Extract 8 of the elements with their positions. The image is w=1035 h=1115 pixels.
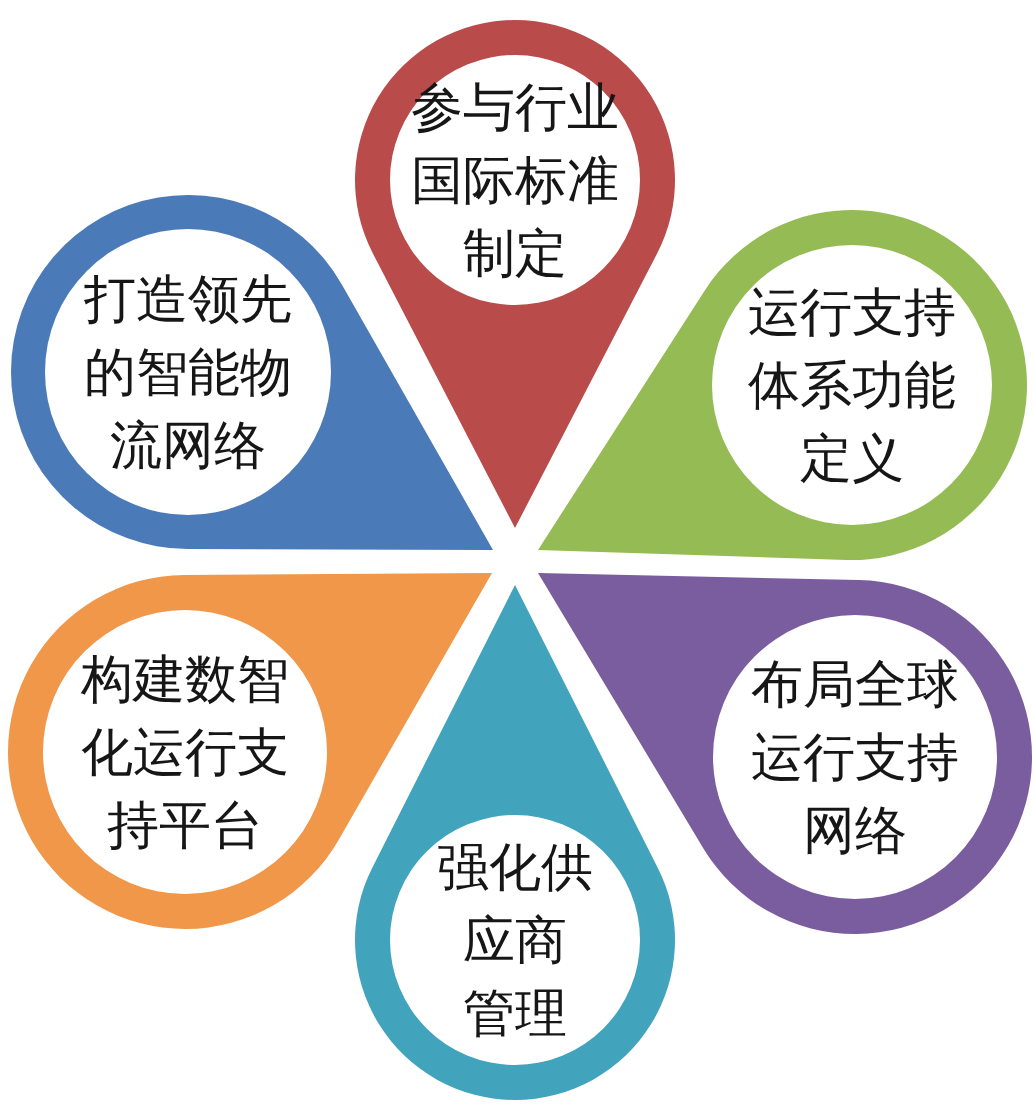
petal-label: 强化供应商管理	[436, 835, 594, 1045]
teardrop-petal	[355, 20, 675, 528]
petal-label: 参与行业国际标准制定	[410, 75, 620, 285]
teardrop-petal	[355, 585, 675, 1100]
petal-label: 构建数智化运行支持平台	[80, 647, 290, 857]
petal-label: 运行支持体系功能定义	[747, 280, 957, 490]
petal-label: 布局全球运行支持网络	[750, 652, 960, 862]
petal-label: 打造领先的智能物流网络	[83, 267, 293, 477]
